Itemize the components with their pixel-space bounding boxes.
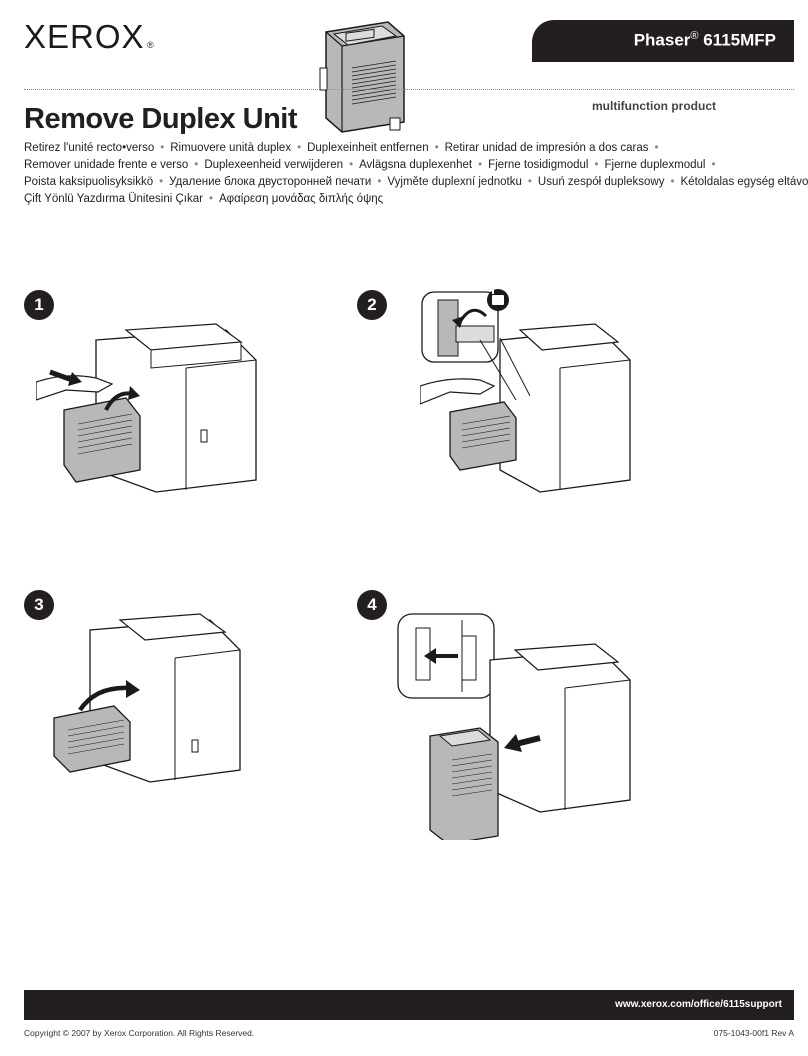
- translation-line: Retirez l'unité recto•verso • Rimuovere un…: [24, 140, 794, 157]
- translation-item: Vyjměte duplexní jednotku: [387, 176, 522, 188]
- translation-item: Duplexeinheit entfernen: [307, 142, 429, 154]
- translation-item: Poista kaksipuolisyksikkö: [24, 176, 154, 188]
- step-4-inset: [397, 613, 495, 699]
- step-2-badge: 2: [357, 290, 387, 320]
- product-banner: Phaser® 6115MFP: [532, 20, 794, 62]
- translation-item: Remover unidade frente e verso: [24, 159, 189, 171]
- step-1-badge: 1: [24, 290, 54, 320]
- translation-item: Fjerne tosidigmodul: [488, 159, 589, 171]
- xerox-logo: XEROX: [24, 18, 145, 56]
- separator: •: [160, 142, 165, 154]
- step-3-illustration: [53, 613, 241, 783]
- product-brand: Phaser: [633, 30, 691, 50]
- step-1-illustration: [36, 323, 257, 493]
- translation-item: Kétoldalas egység eltávolítása: [680, 176, 808, 188]
- product-model: 6115MFP: [698, 30, 776, 50]
- translation-line: Poista kaksipuolisyksikkö • Удаление блока…: [24, 174, 808, 191]
- duplex-unit-illustration: [319, 21, 405, 133]
- step-4-badge: 4: [357, 590, 387, 620]
- product-subtitle: multifunction product: [592, 99, 716, 113]
- separator: •: [711, 159, 716, 171]
- document-number: 075-1043-00f1 Rev A: [713, 1028, 794, 1038]
- logo-text: XEROX: [24, 18, 145, 55]
- step-3-badge: 3: [24, 590, 54, 620]
- separator: •: [654, 142, 659, 154]
- translation-line: Çift Yönlü Yazdırma Ünitesini Çıkar • Αφαί…: [24, 191, 794, 208]
- separator: •: [349, 159, 354, 171]
- translation-item: Fjerne duplexmodul: [604, 159, 706, 171]
- separator: •: [434, 142, 439, 154]
- product-registered-mark: ®: [690, 30, 699, 42]
- translation-item: Avlägsna duplexenhet: [359, 159, 473, 171]
- separator: •: [194, 159, 199, 171]
- separator: •: [478, 159, 483, 171]
- translation-item: Usuń zespół dupleksowy: [537, 176, 665, 188]
- title-translations: Retirez l'unité recto•verso • Rimuovere un…: [24, 140, 808, 208]
- translation-item: Rimuovere unità duplex: [170, 142, 292, 154]
- step-2-illustration: [420, 323, 631, 493]
- product-name: Phaser® 6115MFP: [634, 30, 776, 51]
- translation-item: Çift Yönlü Yazdırma Ünitesini Çıkar: [24, 193, 203, 205]
- translation-item: Retirar unidad de impresión a dos caras: [444, 142, 649, 154]
- logo-registered-mark: ®: [147, 40, 154, 50]
- step-2-inset: [421, 291, 499, 363]
- separator: •: [377, 176, 382, 188]
- header-divider: [24, 89, 794, 90]
- translation-item: Удаление блока двусторонней печати: [169, 176, 372, 188]
- separator: •: [159, 176, 164, 188]
- separator: •: [208, 193, 213, 205]
- support-url[interactable]: www.xerox.com/office/6115support: [615, 999, 782, 1010]
- translation-item: Retirez l'unité recto•verso: [24, 142, 155, 154]
- step-4-illustration: [429, 643, 631, 840]
- separator: •: [594, 159, 599, 171]
- page-title: Remove Duplex Unit: [24, 103, 298, 135]
- separator: •: [670, 176, 675, 188]
- separator: •: [297, 142, 302, 154]
- footer-bar: www.xerox.com/office/6115support: [24, 990, 794, 1020]
- translation-line: Remover unidade frente e verso • Duplexeen…: [24, 157, 794, 174]
- unlock-icon: [487, 282, 509, 311]
- separator: •: [527, 176, 532, 188]
- translation-item: Duplexeenheid verwijderen: [204, 159, 344, 171]
- copyright: Copyright © 2007 by Xerox Corporation. A…: [24, 1028, 255, 1038]
- translation-item: Αφαίρεση μονάδας διπλής όψης: [219, 193, 384, 205]
